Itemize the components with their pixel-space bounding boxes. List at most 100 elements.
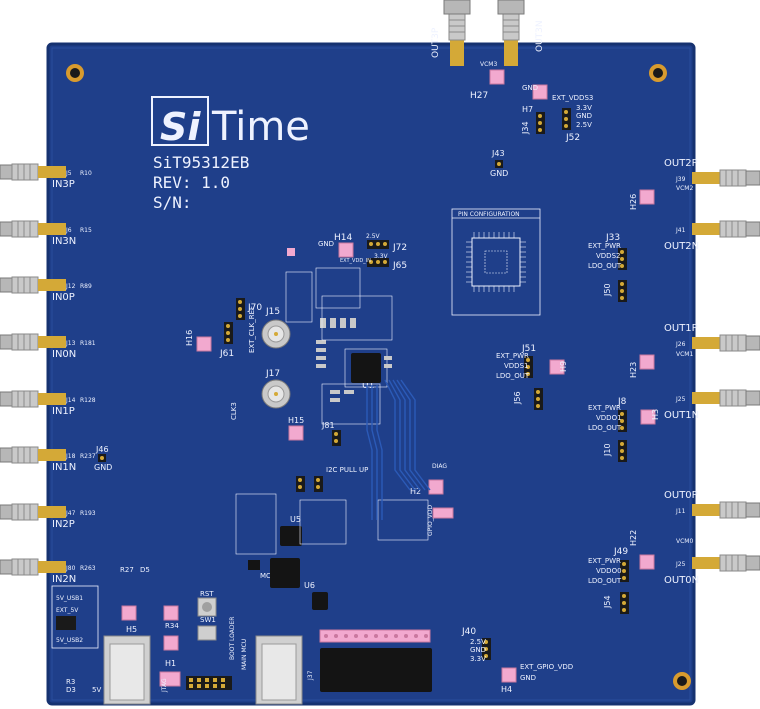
sma-in3p[interactable] (0, 163, 66, 181)
passive-components (235, 267, 429, 555)
svg-text:J65: J65 (392, 261, 407, 271)
pin-configuration: PIN CONFIGURATION (451, 208, 541, 316)
reset-button[interactable] (197, 597, 217, 617)
sma-out1n[interactable] (692, 389, 760, 407)
jumper-j52[interactable]: J52 (562, 108, 580, 143)
jumper-j50[interactable]: J50 (603, 280, 627, 302)
svg-text:VCM1: VCM1 (676, 351, 693, 358)
header-h3[interactable]: H3 (640, 409, 660, 425)
svg-text:VCM3: VCM3 (480, 61, 497, 68)
label-out0p: OUT0P (664, 490, 698, 501)
header-h23[interactable]: H23 (629, 354, 655, 378)
jumper-j34[interactable]: J34 (521, 112, 545, 135)
crystal-j15[interactable]: J15 (261, 307, 291, 349)
resistor-label: R15 (80, 227, 92, 234)
jumper-j40[interactable]: J40 (461, 627, 491, 660)
jumper-j49[interactable]: J49 (613, 547, 629, 582)
header-h-j2[interactable] (163, 635, 179, 651)
sma-in2n[interactable] (0, 558, 66, 576)
svg-text:GND: GND (470, 646, 486, 654)
svg-text:H14: H14 (334, 233, 352, 243)
chip-u31 (248, 560, 260, 570)
header-h1[interactable]: H1 (159, 659, 181, 687)
jumper-j54[interactable]: J54 (603, 592, 629, 614)
crystal-j17[interactable]: J17 (261, 369, 291, 409)
sma-out3n[interactable] (497, 0, 525, 66)
header-diag[interactable] (432, 507, 454, 519)
svg-text:RST: RST (200, 590, 214, 598)
sma-in1n[interactable] (0, 446, 66, 464)
svg-text:H15: H15 (288, 416, 304, 425)
svg-text:J49: J49 (613, 547, 628, 557)
resistor-label: R89 (80, 283, 92, 290)
jumper-j81[interactable]: J81 (321, 421, 341, 446)
header-h2[interactable]: H2 (410, 479, 444, 496)
sma-in1p[interactable] (0, 390, 66, 408)
header-h7[interactable]: H7 (522, 84, 548, 114)
svg-text:JTAG: JTAG (161, 678, 168, 693)
svg-text:EXT_PWR: EXT_PWR (588, 242, 621, 250)
svg-text:3.3V: 3.3V (470, 655, 486, 663)
svg-text:GPIO_VDD: GPIO_VDD (427, 505, 434, 536)
header-h16[interactable]: H16 (185, 330, 212, 352)
jumper-j10[interactable]: J10 (603, 440, 627, 462)
header-h34[interactable]: R34 (163, 605, 179, 630)
jumper-j61[interactable]: J61 (219, 322, 234, 359)
svg-text:VDDS1: VDDS1 (504, 362, 528, 370)
jumper-j17[interactable] (314, 476, 323, 492)
svg-text:H27: H27 (470, 91, 488, 101)
header-h15[interactable]: H15 (288, 416, 304, 441)
jumper-j16[interactable] (296, 476, 305, 492)
usb-connector-left[interactable] (103, 635, 151, 705)
jumper-j51[interactable]: J51 (521, 344, 536, 378)
usb-connector-right[interactable] (255, 635, 303, 705)
label-in0p: IN0P (52, 292, 75, 303)
sma-out0p[interactable] (692, 501, 760, 519)
header-h22[interactable]: H22 (629, 530, 655, 570)
boot-switch[interactable] (197, 625, 217, 641)
jumper-j56[interactable]: J56 (513, 388, 543, 410)
header-h27[interactable]: H27 (470, 69, 505, 101)
label-out0n: OUT0N (664, 575, 699, 586)
jumper-label: J13 (65, 340, 76, 347)
sma-in0p[interactable] (0, 276, 66, 294)
jumper-j70[interactable]: J70 (236, 298, 262, 320)
jtag-header[interactable] (186, 676, 232, 690)
label-in1n: IN1N (52, 462, 76, 473)
svg-text:H2: H2 (410, 487, 421, 496)
sma-in3n[interactable] (0, 220, 66, 238)
pin-header-row[interactable] (319, 629, 431, 643)
svg-text:J46: J46 (95, 445, 109, 454)
header-j37[interactable]: J37 (307, 648, 432, 692)
svg-text:H23: H23 (629, 362, 638, 378)
header-h14[interactable]: H14 (334, 233, 354, 258)
sma-out2n[interactable] (692, 220, 760, 238)
chip-u6 (312, 592, 328, 610)
jumper-j33[interactable]: J33 (605, 233, 627, 270)
header-h26[interactable]: H26 (629, 189, 655, 210)
svg-text:U5: U5 (290, 515, 301, 524)
sma-out2p[interactable] (692, 169, 760, 187)
header-h5[interactable]: H5 (121, 605, 137, 634)
jumper-j65[interactable]: J65 (367, 258, 407, 271)
sma-out1p[interactable] (692, 334, 760, 352)
header-h4[interactable]: H4 (501, 667, 517, 694)
sma-out3p[interactable] (443, 0, 471, 66)
svg-text:J51: J51 (521, 344, 536, 354)
svg-text:CLK3: CLK3 (230, 402, 238, 420)
sma-in2p[interactable] (0, 503, 66, 521)
jumper-j72[interactable]: J72 (367, 240, 407, 253)
label-in2n: IN2N (52, 574, 76, 585)
jumper-j8[interactable]: J8 (617, 397, 627, 432)
svg-text:DIAG: DIAG (432, 463, 447, 470)
svg-text:J34: J34 (521, 121, 530, 135)
svg-text:U1: U1 (362, 381, 374, 391)
sma-in0n[interactable] (0, 333, 66, 351)
svg-text:J8: J8 (617, 397, 627, 407)
header-h9[interactable]: H9 (549, 359, 568, 375)
svg-text:J37: J37 (307, 670, 314, 681)
header-h2-top[interactable] (287, 248, 295, 256)
sma-out0n[interactable] (692, 554, 760, 572)
